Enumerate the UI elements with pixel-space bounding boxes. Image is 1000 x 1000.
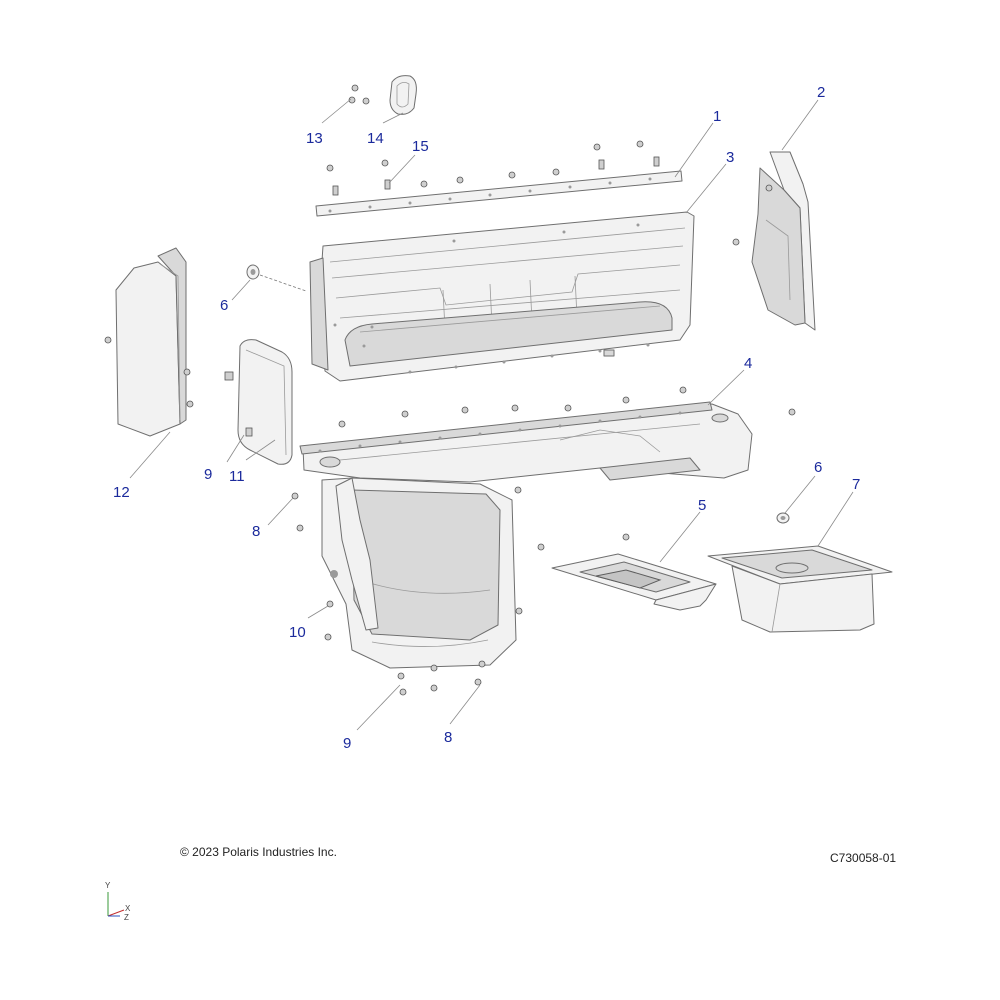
- callout-labels: 1 2 3 4 5 6 6 7 8 8 9 9 10 11 12 13 14 1…: [113, 84, 860, 752]
- part-6-grommet-right: [776, 512, 790, 524]
- part-6-grommet-left: [246, 264, 307, 292]
- part-3-rear-panel: [309, 211, 695, 382]
- callout-5: 5: [698, 497, 706, 514]
- callout-7: 7: [852, 476, 860, 493]
- part-11-pad: [224, 339, 293, 465]
- axis-y-label: Y: [105, 881, 111, 890]
- callout-4: 4: [744, 355, 752, 372]
- part-1-strip: [315, 170, 683, 217]
- center-storage-tub: [291, 477, 545, 696]
- callout-8-lower: 8: [444, 729, 452, 746]
- drawing-number: C730058-01: [830, 851, 897, 865]
- callout-10: 10: [289, 624, 306, 641]
- callout-8-upper: 8: [252, 523, 260, 540]
- part-13-nuts: [348, 84, 370, 105]
- part-14-plug: [389, 75, 417, 115]
- callout-6-upper: 6: [220, 297, 228, 314]
- part-12-left-side-panel: [104, 247, 194, 437]
- copyright-notice: © 2023 Polaris Industries Inc.: [180, 845, 337, 859]
- part-4-floor-tray: [299, 386, 796, 494]
- axis-z-label: Z: [124, 913, 129, 922]
- axis-x-label: X: [125, 904, 131, 913]
- callout-6-lower: 6: [814, 459, 822, 476]
- callout-2: 2: [817, 84, 825, 101]
- callout-9-lower: 9: [343, 735, 351, 752]
- callout-3: 3: [726, 149, 734, 166]
- callout-14: 14: [367, 130, 384, 147]
- callout-11: 11: [229, 468, 245, 485]
- part-5-shallow-tray: [551, 533, 717, 611]
- part-7-storage-bin: [707, 545, 893, 633]
- callout-1: 1: [713, 108, 721, 125]
- part-15-clips: [326, 140, 660, 196]
- axis-triad: Y X Z: [105, 881, 131, 922]
- callout-13: 13: [306, 130, 323, 147]
- callout-15: 15: [412, 138, 429, 155]
- leader-lines: [129, 98, 854, 731]
- callout-9-upper: 9: [204, 466, 212, 483]
- part-2-right-side-panel: [732, 151, 816, 331]
- callout-12: 12: [113, 484, 130, 501]
